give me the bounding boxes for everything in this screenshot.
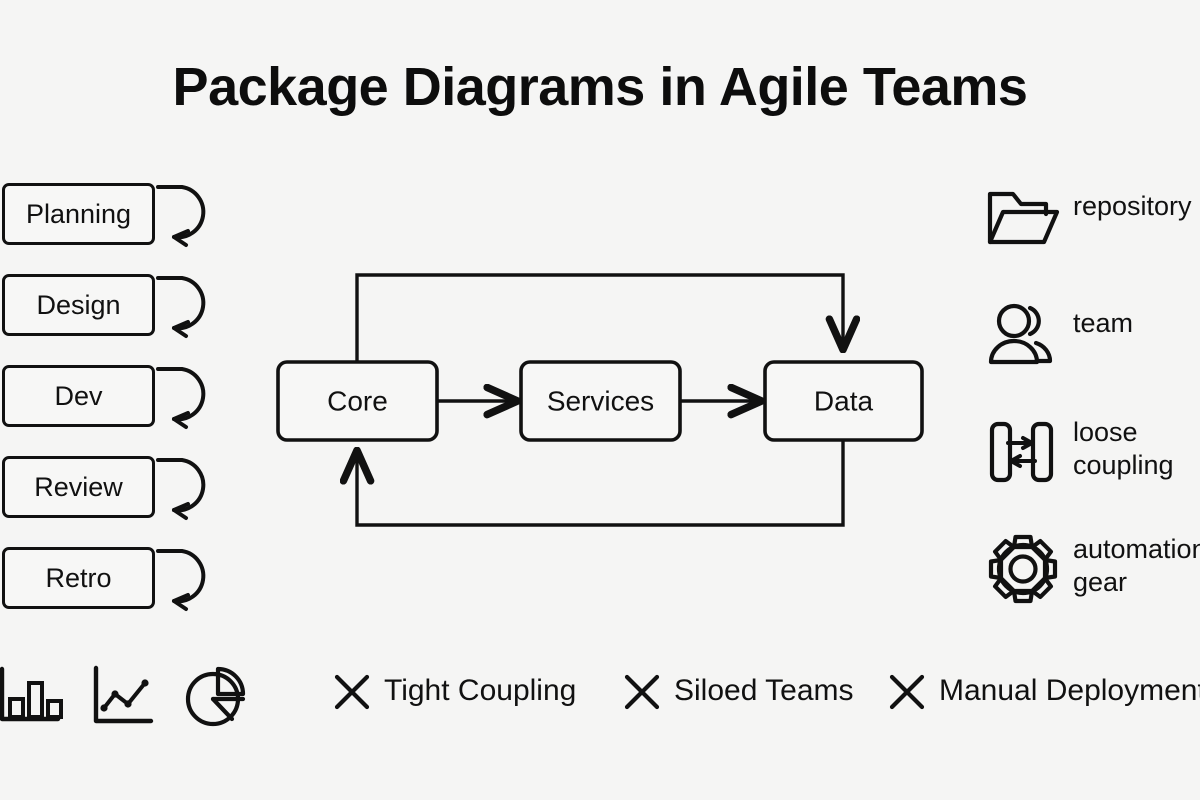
antipattern-manual-deployment[interactable]: Manual Deployment bbox=[885, 669, 1200, 713]
package-dependency-diagram: Core Services Data bbox=[270, 260, 950, 550]
pie-chart-icon[interactable] bbox=[180, 661, 252, 733]
antipattern-label: Manual Deployment bbox=[939, 674, 1200, 707]
stage-box-retro[interactable]: Retro bbox=[2, 547, 155, 609]
stage-label: Review bbox=[34, 471, 123, 502]
legend-item-repository[interactable]: repository bbox=[985, 180, 1200, 297]
icon-legend: repository team bbox=[985, 180, 1200, 648]
stage-row-retro[interactable]: Retro bbox=[0, 547, 215, 638]
legend-label: team bbox=[1073, 308, 1134, 338]
self-loop-arrow-icon bbox=[156, 549, 206, 611]
antipattern-label: Tight Coupling bbox=[384, 674, 577, 707]
x-mark-icon bbox=[624, 674, 660, 710]
agile-stage-list: Planning Design Dev bbox=[0, 183, 215, 638]
stage-label: Design bbox=[36, 289, 121, 320]
package-label: Services bbox=[547, 386, 654, 417]
stage-label: Retro bbox=[45, 562, 112, 593]
self-loop-arrow-icon bbox=[156, 185, 206, 247]
x-mark-icon bbox=[334, 674, 370, 710]
bottom-row: Tight Coupling Siloed Teams Manual Deplo… bbox=[0, 655, 1200, 750]
self-loop-arrow-icon bbox=[156, 458, 206, 520]
edge-data-to-core bbox=[357, 440, 845, 527]
loose-coupling-icon bbox=[985, 414, 1061, 490]
legend-label: repository bbox=[1073, 191, 1192, 221]
package-label: Data bbox=[814, 386, 874, 417]
package-box-services[interactable]: Services bbox=[519, 360, 682, 442]
stage-row-dev[interactable]: Dev bbox=[0, 365, 215, 456]
bar-chart-icon[interactable] bbox=[0, 661, 64, 733]
antipattern-label: Siloed Teams bbox=[674, 674, 854, 707]
x-mark-icon bbox=[889, 674, 925, 710]
folder-icon bbox=[985, 180, 1061, 256]
self-loop-arrow-icon bbox=[156, 367, 206, 429]
legend-item-loose-coupling[interactable]: loose coupling bbox=[985, 414, 1200, 531]
gear-icon bbox=[985, 531, 1061, 607]
line-chart-icon[interactable] bbox=[87, 661, 159, 733]
stage-box-planning[interactable]: Planning bbox=[2, 183, 155, 245]
stage-box-review[interactable]: Review bbox=[2, 456, 155, 518]
edge-core-to-data bbox=[355, 273, 843, 362]
team-people-icon bbox=[985, 297, 1061, 373]
antipattern-siloed-teams[interactable]: Siloed Teams bbox=[620, 669, 854, 713]
stage-row-planning[interactable]: Planning bbox=[0, 183, 215, 274]
legend-item-automation-gear[interactable]: automation gear bbox=[985, 531, 1200, 648]
package-box-core[interactable]: Core bbox=[276, 360, 439, 442]
package-label: Core bbox=[327, 386, 388, 417]
page-title: Package Diagrams in Agile Teams bbox=[172, 57, 1028, 117]
self-loop-arrow-icon bbox=[156, 276, 206, 338]
antipattern-tight-coupling[interactable]: Tight Coupling bbox=[330, 669, 576, 713]
stage-box-design[interactable]: Design bbox=[2, 274, 155, 336]
legend-label: automation gear bbox=[1073, 534, 1200, 597]
legend-item-team[interactable]: team bbox=[985, 297, 1200, 414]
stage-label: Dev bbox=[54, 380, 103, 411]
legend-label: loose coupling bbox=[1073, 417, 1174, 480]
stage-box-dev[interactable]: Dev bbox=[2, 365, 155, 427]
package-box-data[interactable]: Data bbox=[763, 360, 924, 442]
stage-label: Planning bbox=[25, 198, 132, 229]
stage-row-review[interactable]: Review bbox=[0, 456, 215, 547]
stage-row-design[interactable]: Design bbox=[0, 274, 215, 365]
